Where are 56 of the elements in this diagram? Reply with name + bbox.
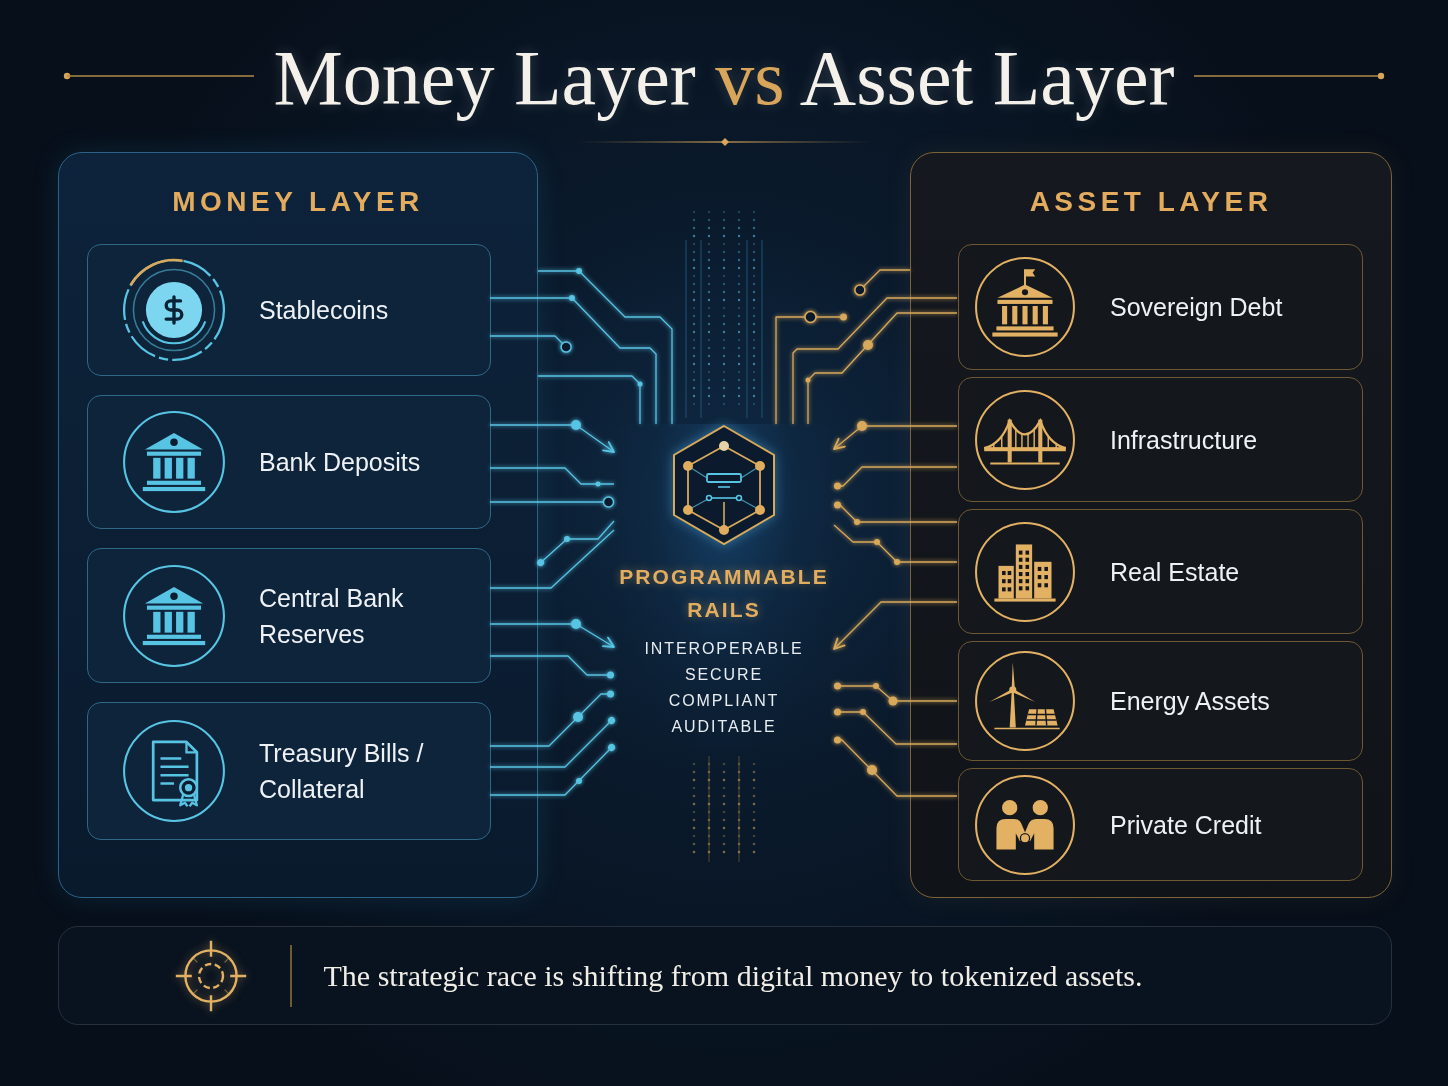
arrow — [833, 421, 958, 450]
layer-panel — [58, 152, 538, 898]
feature-label: INTEROPERABLE — [644, 639, 804, 659]
circuit-trace — [833, 501, 958, 525]
circuit-trace — [833, 682, 958, 706]
card-label: Treasury Bills / Collateral — [259, 738, 425, 805]
circuit-trace — [792, 297, 958, 425]
card-label: Sovereign Debt — [1110, 292, 1283, 323]
circuit-trace — [775, 310, 848, 425]
circuit-trace — [833, 524, 958, 565]
circuit-trace — [489, 716, 616, 768]
circuit-trace — [537, 375, 643, 425]
circuit-trace — [489, 655, 615, 679]
category-card — [958, 509, 1363, 634]
card-label: Central Bank Reserves — [259, 582, 405, 650]
circuit-trace — [489, 295, 657, 425]
circuit-trace — [489, 744, 616, 796]
feature-label: COMPLIANT — [668, 691, 780, 711]
category-card — [87, 702, 491, 840]
card-label: Energy Assets — [1110, 686, 1270, 717]
category-card — [958, 244, 1363, 370]
card-label: Private Credit — [1110, 809, 1262, 841]
card-label: Real Estate — [1110, 556, 1240, 588]
circuit-trace — [489, 335, 572, 353]
circuit-trace — [833, 736, 958, 797]
category-card — [87, 548, 491, 683]
circuit-trace — [833, 708, 958, 745]
category-card — [958, 641, 1363, 761]
summary-text: The strategic race is shifting from digital money to tokenized assets. — [323, 957, 1143, 994]
arrow — [489, 619, 615, 648]
card-label: Infrastructure — [1110, 424, 1258, 456]
feature-label: SECURE — [684, 665, 764, 685]
hub-heading: PROGRAMMABLE RAILS — [618, 564, 830, 623]
card-label: Bank Deposits — [259, 447, 421, 478]
arrow — [833, 601, 958, 650]
circuit-trace — [489, 529, 615, 589]
circuit-trace — [537, 268, 673, 425]
circuit-trace — [854, 269, 911, 296]
title: Money Layer vs Asset Layer — [273, 33, 1175, 123]
circuit-trace — [537, 520, 615, 567]
category-card — [958, 377, 1363, 502]
panel-heading: MONEY LAYER — [172, 185, 424, 219]
arrow — [489, 420, 615, 453]
circuit-trace — [805, 312, 958, 425]
circuit-trace — [489, 467, 615, 487]
card-label: Stablecoins — [259, 295, 389, 326]
panel-heading: ASSET LAYER — [1029, 185, 1273, 219]
feature-label: AUDITABLE — [671, 717, 777, 737]
category-card — [958, 768, 1363, 881]
circuit-trace — [833, 466, 958, 490]
category-card — [87, 244, 491, 376]
circuit-trace — [489, 690, 615, 747]
layer-panel — [910, 152, 1392, 898]
summary-bar — [58, 926, 1392, 1025]
circuit-trace — [489, 496, 615, 508]
category-card — [87, 395, 491, 529]
